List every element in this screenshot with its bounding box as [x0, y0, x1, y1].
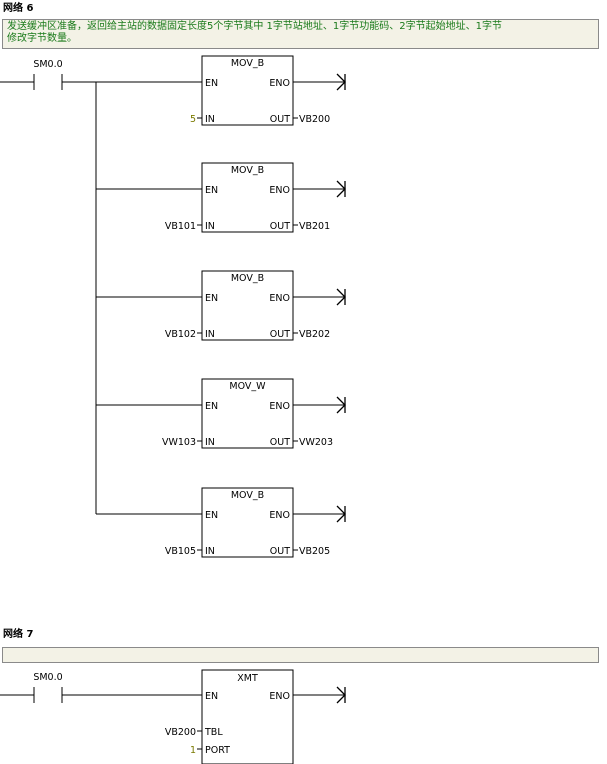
- in-operand[interactable]: VB101: [165, 221, 196, 232]
- block-name[interactable]: MOV_B: [231, 273, 264, 284]
- in-pin: IN: [205, 546, 215, 557]
- out-operand[interactable]: VB201: [299, 221, 330, 232]
- in-pin: IN: [205, 221, 215, 232]
- en-pin: EN: [205, 78, 218, 89]
- in-pin: IN: [205, 114, 215, 125]
- in-pin: IN: [205, 329, 215, 340]
- in-operand[interactable]: VB105: [165, 546, 196, 557]
- out-pin: OUT: [270, 329, 290, 340]
- out-pin: OUT: [270, 114, 290, 125]
- in-operand[interactable]: 5: [190, 114, 196, 125]
- block-name[interactable]: MOV_B: [231, 58, 264, 69]
- network-6-comment-line1: 发送缓冲区准备，返回给主站的数据固定长度5个字节其中 1字节站地址、1字节功能码…: [7, 21, 502, 32]
- out-operand[interactable]: VB200: [299, 114, 330, 125]
- eno-pin: ENO: [269, 78, 290, 89]
- out-pin: OUT: [270, 221, 290, 232]
- out-operand[interactable]: VB205: [299, 546, 330, 557]
- en-pin: EN: [205, 510, 218, 521]
- in-operand[interactable]: VW103: [162, 437, 196, 448]
- network-6-comment[interactable]: 发送缓冲区准备，返回给主站的数据固定长度5个字节其中 1字节站地址、1字节功能码…: [2, 19, 599, 49]
- en-pin: EN: [205, 691, 218, 702]
- eno-pin: ENO: [269, 401, 290, 412]
- port-pin: PORT: [205, 745, 230, 756]
- block-name[interactable]: XMT: [237, 673, 258, 684]
- network-6-title: 网络 6: [3, 3, 34, 14]
- block-name[interactable]: MOV_B: [231, 165, 264, 176]
- en-pin: EN: [205, 185, 218, 196]
- in-operand[interactable]: VB102: [165, 329, 196, 340]
- out-operand[interactable]: VW203: [299, 437, 333, 448]
- network-7-title: 网络 7: [3, 629, 34, 640]
- out-operand[interactable]: VB202: [299, 329, 330, 340]
- network-6-comment-line2: 修改字节数量。: [7, 33, 77, 44]
- block-name[interactable]: MOV_W: [229, 381, 266, 392]
- contact-label[interactable]: SM0.0: [33, 672, 62, 683]
- block-name[interactable]: MOV_B: [231, 490, 264, 501]
- in-pin: IN: [205, 437, 215, 448]
- tbl-operand[interactable]: VB200: [165, 727, 196, 738]
- out-pin: OUT: [270, 437, 290, 448]
- contact-label[interactable]: SM0.0: [33, 59, 62, 70]
- out-pin: OUT: [270, 546, 290, 557]
- network-7-comment[interactable]: [2, 647, 599, 663]
- tbl-pin: TBL: [204, 727, 223, 738]
- eno-pin: ENO: [269, 691, 290, 702]
- eno-pin: ENO: [269, 185, 290, 196]
- en-pin: EN: [205, 401, 218, 412]
- en-pin: EN: [205, 293, 218, 304]
- eno-pin: ENO: [269, 510, 290, 521]
- port-operand[interactable]: 1: [190, 745, 196, 756]
- eno-pin: ENO: [269, 293, 290, 304]
